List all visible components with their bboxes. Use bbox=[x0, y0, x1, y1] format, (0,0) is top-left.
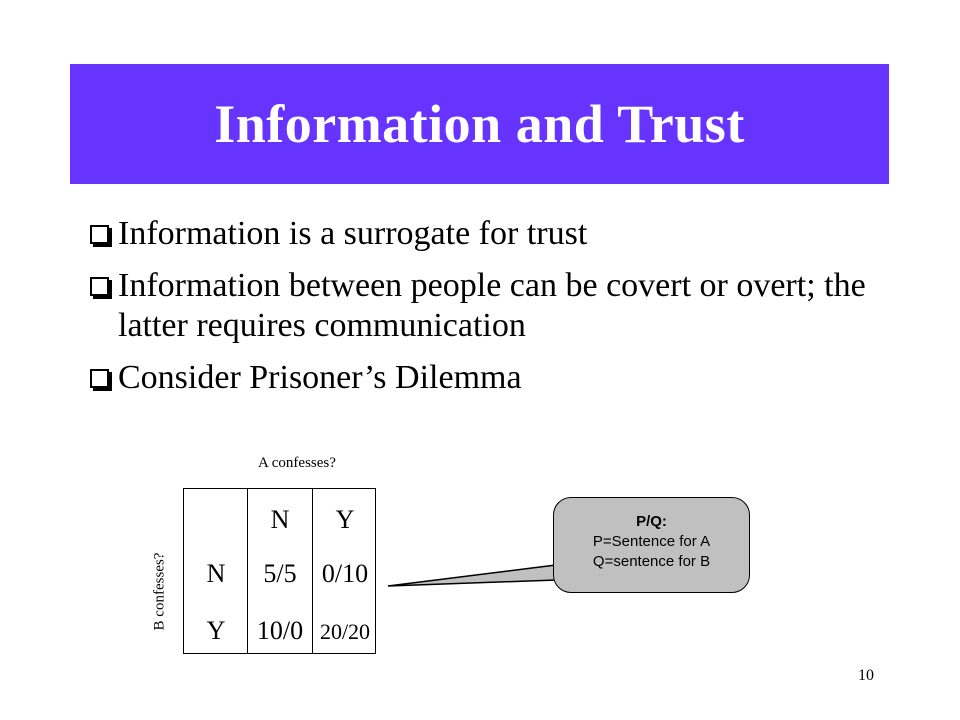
checkbox-bullet-icon bbox=[90, 225, 109, 244]
matrix-divider bbox=[247, 489, 248, 653]
page-number: 10 bbox=[858, 667, 874, 684]
callout-box: P/Q: P=Sentence for A Q=sentence for B bbox=[553, 497, 750, 593]
callout-line: P=Sentence for A bbox=[592, 533, 711, 550]
bullet-item: Information between people can be covert… bbox=[88, 266, 888, 346]
cell-ny: 0/10 bbox=[321, 559, 369, 588]
row-header-n: N bbox=[206, 559, 226, 588]
cell-yy: 20/20 bbox=[319, 619, 371, 644]
matrix-divider bbox=[312, 489, 313, 653]
checkbox-bullet-icon bbox=[90, 369, 109, 388]
cell-yn: 10/0 bbox=[256, 616, 304, 645]
payoff-matrix: N Y N 5/5 0/10 Y 10/0 20/20 bbox=[183, 488, 376, 654]
callout-title: P/Q: bbox=[636, 513, 667, 530]
bullet-text: Consider Prisoner’s Dilemma bbox=[118, 359, 522, 396]
col-axis-label: A confesses? bbox=[258, 455, 336, 471]
bullet-item: Information is a surrogate for trust bbox=[88, 214, 888, 254]
checkbox-bullet-icon bbox=[90, 277, 109, 296]
col-header-y: Y bbox=[335, 505, 355, 534]
slide-title: Information and Trust bbox=[214, 94, 745, 154]
bullet-list: Information is a surrogate for trust Inf… bbox=[88, 214, 888, 410]
bullet-text: Information between people can be covert… bbox=[118, 267, 866, 344]
row-header-y: Y bbox=[206, 616, 226, 645]
bullet-text: Information is a surrogate for trust bbox=[118, 215, 588, 252]
callout-tail-shape bbox=[387, 564, 557, 587]
col-header-n: N bbox=[270, 505, 290, 534]
callout-line: Q=sentence for B bbox=[592, 553, 711, 570]
bullet-item: Consider Prisoner’s Dilemma bbox=[88, 358, 888, 398]
title-bar: Information and Trust bbox=[70, 64, 889, 184]
cell-nn: 5/5 bbox=[263, 559, 297, 588]
